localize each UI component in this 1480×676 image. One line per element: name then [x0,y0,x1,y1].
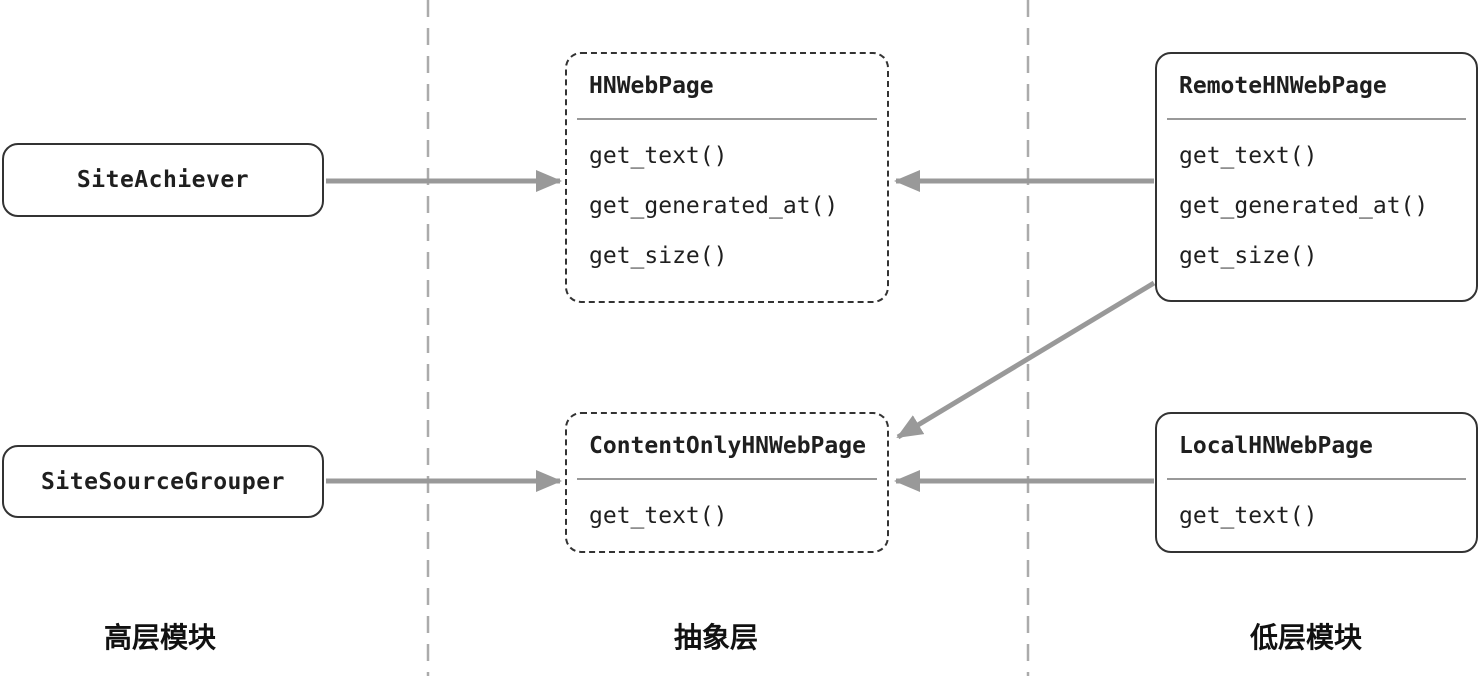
module-name: SiteAchiever [76,167,250,193]
class-separator [1167,478,1466,480]
class-box-contentonlyhnwebpage: ContentOnlyHNWebPage get_text() [565,412,889,553]
class-separator [1167,118,1466,120]
column-label-low-level-modules: 低层模块 [1249,621,1362,654]
method-list: get_text() get_generated_at() get_size() [567,120,887,281]
method-item: get_text() [589,503,728,529]
method-item: get_generated_at() [1179,193,1429,219]
method-item: get_size() [1179,243,1318,269]
column-label-abstraction-layer: 抽象层 [673,621,758,654]
class-name: ContentOnlyHNWebPage [589,433,866,459]
method-list: get_text() [1157,480,1476,541]
arrow-remotehnwebpage-to-contentonlyhnwebpage [896,280,1156,440]
module-name: SiteSourceGrouper [41,468,285,495]
method-item: get_size() [589,243,728,269]
class-separator [577,478,877,480]
class-name: LocalHNWebPage [1179,433,1373,459]
module-box-sitesourcegrouper: SiteSourceGrouper [2,445,324,518]
module-box-siteachiever: SiteAchiever [2,143,324,217]
class-box-hnwebpage: HNWebPage get_text() get_generated_at() … [565,52,889,303]
method-list: get_text() get_generated_at() get_size() [1157,120,1476,281]
method-item: get_text() [1179,503,1318,529]
method-item: get_generated_at() [589,193,839,219]
class-box-localhnwebpage: LocalHNWebPage get_text() [1155,412,1478,553]
method-item: get_text() [589,143,728,169]
class-box-remotehnwebpage: RemoteHNWebPage get_text() get_generated… [1155,52,1478,302]
class-name: RemoteHNWebPage [1179,73,1387,99]
column-label-high-level-modules: 高层模块 [103,621,216,654]
method-item: get_text() [1179,143,1318,169]
class-separator [577,118,877,120]
class-name: HNWebPage [589,73,714,99]
method-list: get_text() [567,480,887,541]
